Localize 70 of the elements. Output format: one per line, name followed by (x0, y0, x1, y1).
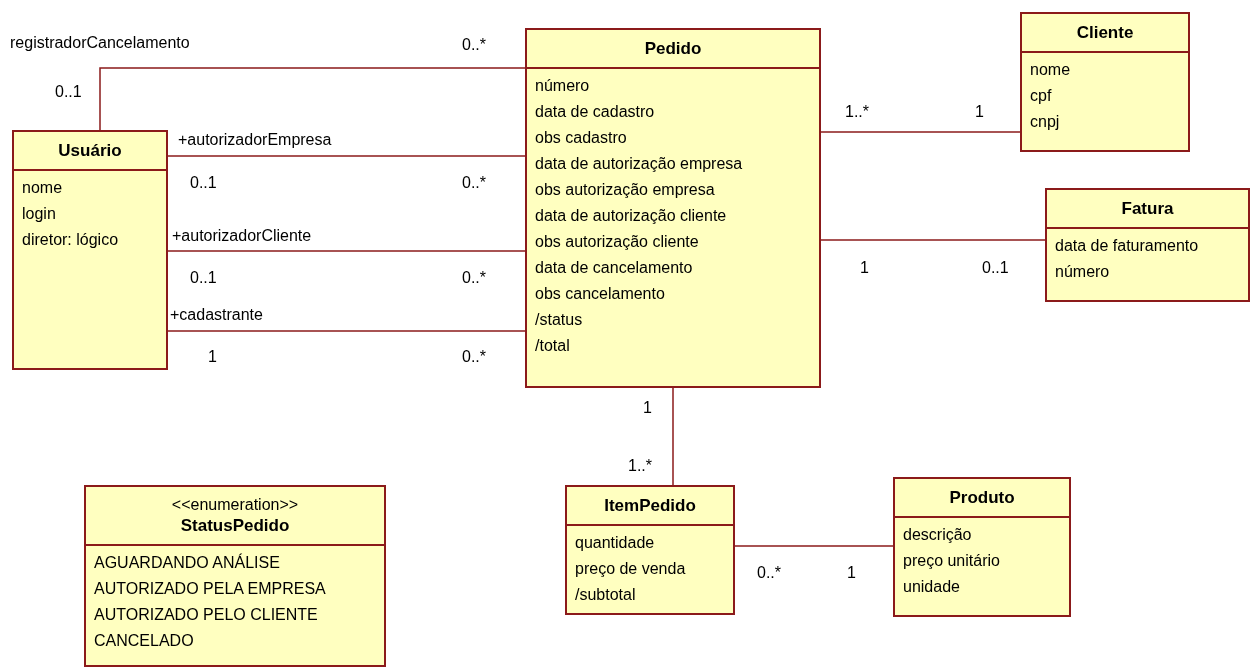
multiplicity-label: 0..* (757, 563, 781, 583)
attribute-text: preço de venda (575, 559, 686, 580)
class-box (1020, 12, 1190, 152)
attribute-text: /status (535, 310, 583, 331)
multiplicity-label: 1 (860, 258, 869, 278)
multiplicity-label: 1 (975, 102, 984, 122)
attribute-text: número (1055, 262, 1110, 283)
attribute-text: AUTORIZADO PELO CLIENTE (94, 605, 318, 626)
class-name: Produto (949, 487, 1015, 509)
multiplicity-label: 0..* (462, 173, 486, 193)
attribute-text: /total (535, 336, 570, 357)
class-name: Fatura (1121, 198, 1174, 220)
attribute-text: cnpj (1030, 112, 1060, 133)
attribute-text: cpf (1030, 86, 1052, 107)
class-box (893, 477, 1071, 617)
attribute-text: data de autorização empresa (535, 154, 743, 175)
class-box (565, 485, 735, 615)
attribute-text: nome (1030, 60, 1071, 81)
class-box (84, 485, 386, 667)
attribute-text: obs autorização cliente (535, 232, 699, 253)
attribute-text: quantidade (575, 533, 655, 554)
association-line (672, 387, 674, 486)
attribute-text: unidade (903, 577, 960, 598)
class-box (1045, 188, 1250, 302)
class-name: Pedido (644, 38, 702, 60)
multiplicity-label: 1 (643, 398, 652, 418)
association-line (167, 330, 526, 332)
attribute-text: AUTORIZADO PELA EMPRESA (94, 579, 326, 600)
attribute-text: obs autorização empresa (535, 180, 715, 201)
association-line (820, 239, 1046, 241)
association-line (820, 131, 1021, 133)
class-name: Cliente (1076, 22, 1134, 44)
association-line (734, 545, 894, 547)
multiplicity-label: 0..1 (190, 268, 217, 288)
attribute-text: preço unitário (903, 551, 1000, 572)
attribute-text: data de cadastro (535, 102, 655, 123)
role-label: registradorCancelamento (10, 33, 190, 53)
class-name: StatusPedido (180, 515, 290, 537)
association-line (167, 155, 526, 157)
attribute-text: nome (22, 178, 63, 199)
attribute-text: obs cadastro (535, 128, 627, 149)
attribute-text: CANCELADO (94, 631, 194, 652)
role-label: +autorizadorEmpresa (178, 130, 332, 150)
attribute-text: número (535, 76, 590, 97)
multiplicity-label: 0..1 (190, 173, 217, 193)
attribute-text: data de faturamento (1055, 236, 1199, 257)
multiplicity-label: 0..* (462, 268, 486, 288)
multiplicity-label: 0..1 (55, 82, 82, 102)
attribute-text: descrição (903, 525, 972, 546)
multiplicity-label: 0..* (462, 35, 486, 55)
multiplicity-label: 1 (847, 563, 856, 583)
association-line (99, 67, 526, 131)
class-name: Usuário (58, 140, 122, 162)
multiplicity-label: 1..* (628, 456, 652, 476)
class-box (12, 130, 168, 370)
multiplicity-label: 0..* (462, 347, 486, 367)
multiplicity-label: 1..* (845, 102, 869, 122)
attribute-text: obs cancelamento (535, 284, 665, 305)
attribute-text: login (22, 204, 56, 225)
class-box (525, 28, 821, 388)
class-name: ItemPedido (604, 495, 696, 517)
multiplicity-label: 0..1 (982, 258, 1009, 278)
stereotype-label: <<enumeration>> (171, 495, 299, 515)
attribute-text: AGUARDANDO ANÁLISE (94, 552, 280, 574)
multiplicity-label: 1 (208, 347, 217, 367)
association-line (167, 250, 526, 252)
attribute-text: diretor: lógico (22, 230, 119, 251)
attribute-text: /subtotal (575, 585, 636, 606)
attribute-text: data de autorização cliente (535, 206, 727, 227)
attribute-text: data de cancelamento (535, 258, 693, 279)
